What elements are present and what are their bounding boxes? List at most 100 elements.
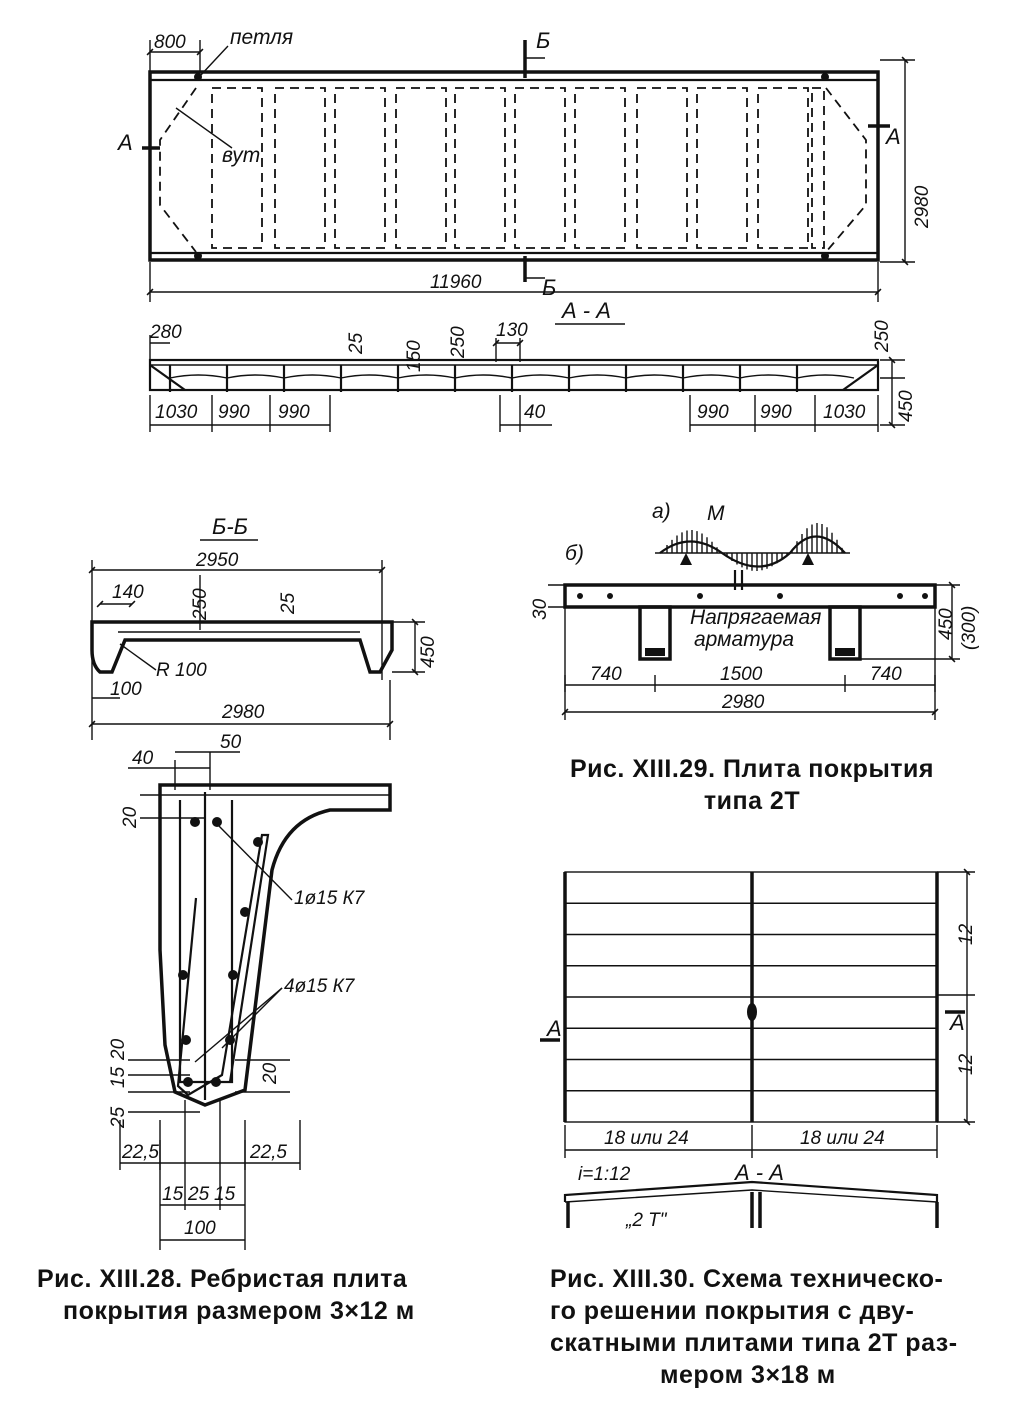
dim-rib-100: 100 [184, 1218, 216, 1239]
dim-bb-top: 2950 [195, 550, 239, 571]
caption-fig30-line2: го решении покрытия с дву- [550, 1297, 915, 1325]
rebar [181, 1035, 191, 1045]
dim-aa-b1: 990 [218, 402, 250, 423]
label-rebar-top: 1ø15 К7 [294, 888, 366, 909]
rib-panel [274, 87, 326, 249]
dim-aa-b2: 990 [278, 402, 310, 423]
section-mark-30-right: А [948, 1010, 965, 1035]
section-aa-body [148, 358, 880, 392]
dim-aa-b5: 990 [760, 402, 792, 423]
rib-arch [397, 374, 456, 379]
dim-loop-offset: 800 [154, 32, 186, 53]
loop-mark [821, 73, 829, 81]
rebar [228, 970, 238, 980]
rib-arch [511, 374, 570, 379]
caption-fig28-line2: покрытия размером 3×12 м [63, 1297, 415, 1325]
rib-panel [454, 87, 506, 249]
dim-aa-280: 280 [149, 322, 182, 343]
dim-aa-b0: 1030 [155, 402, 198, 423]
fig30-drawing: 12 12 А А 18 или 24 18 или 24 i=1:12 А -… [540, 868, 977, 1231]
loop-mark [821, 252, 829, 260]
rib-panel [811, 87, 825, 249]
rib-panels [211, 87, 825, 249]
slab-outline [148, 70, 880, 262]
rib-arch [682, 374, 741, 379]
bb-profile [90, 620, 394, 674]
label-haunch: вут [222, 144, 260, 167]
dim-aa-150: 150 [404, 340, 425, 372]
dim-bb-100: 100 [110, 679, 142, 700]
section-aa-ribs [168, 365, 855, 392]
dim-aa-right-bottom: 450 [896, 390, 917, 422]
dim-aa-130: 130 [496, 320, 528, 341]
caption-fig30-line1: Рис. XIII.30. Схема техническо- [550, 1265, 944, 1293]
rebar [183, 1077, 193, 1087]
fig28-section-bb: Б-Б 2950 140 250 25 450 R 100 100 2980 [88, 514, 439, 740]
dim-width: 2980 [912, 185, 933, 229]
label-slope: i=1:12 [578, 1164, 631, 1185]
rib-arch [568, 374, 627, 379]
rib-panel [395, 87, 447, 249]
dim-29-740-right: 740 [870, 664, 902, 685]
dim-rib-left-25: 25 [108, 1106, 129, 1129]
label-b: б) [565, 542, 584, 565]
dim-bb-140: 140 [112, 582, 144, 603]
rebar [190, 817, 200, 827]
dim-rib-20-top: 20 [120, 806, 141, 829]
dim-aa-b4: 990 [697, 402, 729, 423]
rib-arch [169, 374, 228, 379]
label-rebar-bottom: 4ø15 К7 [284, 976, 356, 997]
loop-mark [194, 252, 202, 260]
rib-panel [574, 87, 626, 249]
rib-panel [211, 87, 263, 249]
fig28-plan: 800 петля вут Б Б А А 2980 11960 [116, 26, 933, 302]
fig29-rib-right [828, 605, 862, 661]
rebar [212, 817, 222, 827]
rib-panel [757, 87, 809, 249]
haunch-left [159, 87, 197, 253]
dim-aa-right-top: 250 [872, 320, 893, 353]
dim-bb-r100: R 100 [156, 660, 207, 681]
fig29-flange [563, 583, 937, 609]
caption-fig29-line1: Рис. XIII.29. Плита покрытия [569, 755, 934, 783]
dim-29-740-left: 740 [590, 664, 622, 685]
fig28-section-aa: А - А 280 25 150 250 130 250 450 1030 99… [148, 298, 917, 432]
dim-rib-left-15: 15 [108, 1066, 129, 1088]
fig29-drawing: а) М б) Напрягаемая арматура 30 450 (300… [530, 500, 980, 720]
dim-30-12-top: 12 [956, 923, 977, 945]
label-slab-type: „2 Т" [625, 1210, 668, 1231]
rib-arch [340, 374, 399, 379]
dim-29-30: 30 [530, 598, 551, 620]
dim-30-12-bottom: 12 [956, 1053, 977, 1075]
rib-panel [514, 87, 566, 249]
section-mark-b-top: Б [536, 28, 550, 53]
rebar [240, 907, 250, 917]
dim-aa-b3: 40 [524, 402, 546, 423]
caption-fig28-line1: Рис. XIII.28. Ребристая плита [37, 1265, 408, 1293]
rebar [253, 837, 263, 847]
rebar [211, 1077, 221, 1087]
dim-rib-22-right: 22,5 [249, 1142, 287, 1163]
section-mark-a-right: А [884, 124, 901, 149]
label-prestressed-2: арматура [694, 628, 794, 651]
fig30-section-title: А - А [733, 1160, 784, 1185]
dim-rib-left-20: 20 [108, 1038, 129, 1061]
dim-29-450: 450 [936, 608, 957, 640]
caption-fig29: Рис. XIII.29. Плита покрытия типа 2Т [527, 753, 977, 817]
dim-rib-right-20: 20 [260, 1062, 281, 1085]
dim-rib-22-left: 22,5 [121, 1142, 159, 1163]
dim-bb-2980: 2980 [221, 702, 265, 723]
fig29-rib-left [638, 605, 672, 661]
dim-aa-b6: 1030 [823, 402, 866, 423]
section-mark-a-left: А [116, 130, 133, 155]
section-bb-title: Б-Б [212, 514, 248, 539]
rebar [178, 970, 188, 980]
dim-30-span-right: 18 или 24 [800, 1128, 885, 1149]
dim-length: 11960 [430, 272, 482, 293]
dim-rib-50: 50 [220, 732, 242, 753]
caption-fig30-line3: скатными плитами типа 2Т раз- [550, 1329, 958, 1357]
rib-panel [636, 87, 688, 249]
rib-panel [696, 87, 748, 249]
rib-arch [226, 374, 285, 379]
